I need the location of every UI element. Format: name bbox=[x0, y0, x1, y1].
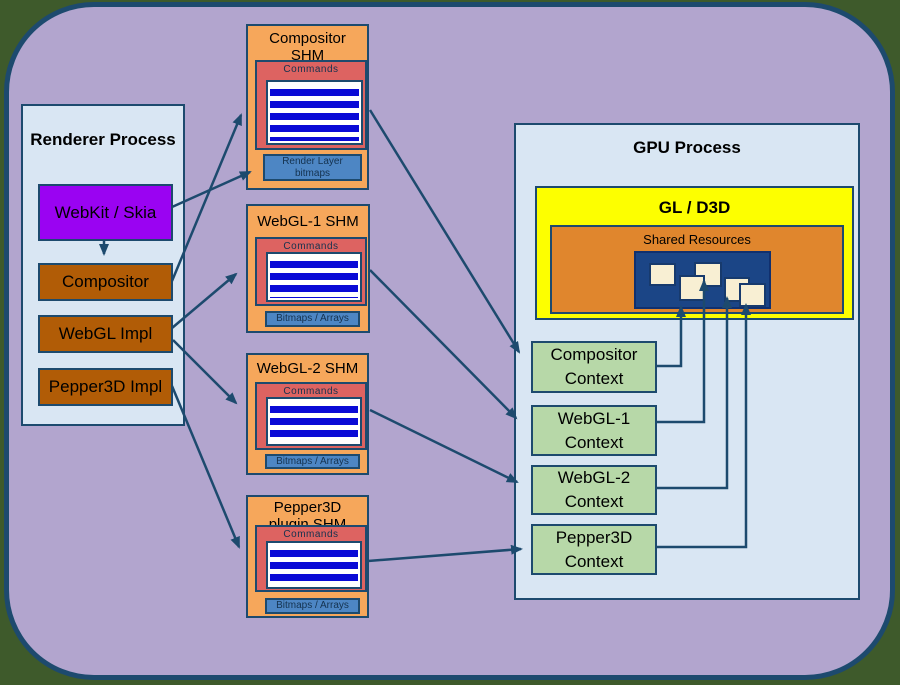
command-buffer-stripes bbox=[266, 397, 362, 446]
gl-d3d-box: GL / D3D Shared Resources bbox=[535, 186, 854, 320]
renderer-process-box: Renderer Process WebKit / Skia Composito… bbox=[21, 104, 185, 426]
shared-resources-label: Shared Resources bbox=[643, 232, 751, 247]
compositor-context-box: Compositor Context bbox=[531, 341, 657, 393]
webgl2-context-box: WebGL-2 Context bbox=[531, 465, 657, 515]
resource-pool-box bbox=[634, 251, 771, 309]
commands-label: Commands bbox=[283, 386, 339, 397]
compositor-shm-commands-box: Commands bbox=[255, 60, 367, 150]
webgl1-context-box: WebGL-1 Context bbox=[531, 405, 657, 456]
commands-label: Commands bbox=[283, 64, 339, 75]
pepper3d-shm-box: Pepper3D plugin SHM Commands Bitmaps / A… bbox=[246, 495, 369, 618]
webgl-impl-block: WebGL Impl bbox=[38, 315, 173, 353]
compositor-shm-box: Compositor SHM Commands Render Layer bit… bbox=[246, 24, 369, 190]
compositor-block: Compositor bbox=[38, 263, 173, 301]
webgl2-bitmaps-arrays-box: Bitmaps / Arrays bbox=[265, 454, 360, 469]
command-buffer-stripes bbox=[266, 80, 363, 145]
webgl2-shm-box: WebGL-2 SHM Commands Bitmaps / Arrays bbox=[246, 353, 369, 475]
renderer-process-title: Renderer Process bbox=[30, 130, 176, 149]
webgl1-shm-commands-box: Commands bbox=[255, 237, 367, 306]
shared-resource-square bbox=[679, 275, 705, 301]
pepper3d-bitmaps-arrays-box: Bitmaps / Arrays bbox=[265, 598, 360, 614]
webgl1-bitmaps-arrays-box: Bitmaps / Arrays bbox=[265, 311, 360, 327]
pepper3d-impl-label: Pepper3D Impl bbox=[48, 377, 163, 396]
gpu-process-title: GPU Process bbox=[633, 138, 741, 157]
webgl2-shm-commands-box: Commands bbox=[255, 382, 367, 450]
compositor-shm-title: Compositor SHM bbox=[269, 30, 346, 64]
webgl1-shm-title: WebGL-1 SHM bbox=[257, 213, 359, 230]
commands-label: Commands bbox=[283, 241, 339, 252]
shared-resources-box: Shared Resources bbox=[550, 225, 844, 314]
compositor-label: Compositor bbox=[62, 272, 149, 291]
render-layer-bitmaps-box: Render Layer bitmaps bbox=[263, 154, 362, 181]
command-buffer-stripes bbox=[266, 541, 362, 589]
pepper3d-impl-block: Pepper3D Impl bbox=[38, 368, 173, 406]
commands-label: Commands bbox=[283, 529, 339, 540]
gl-d3d-label: GL / D3D bbox=[658, 198, 731, 217]
shared-resource-square bbox=[649, 263, 676, 286]
pepper3d-shm-commands-box: Commands bbox=[255, 525, 367, 592]
webkit-skia-label: WebKit / Skia bbox=[54, 202, 157, 222]
gpu-process-box: GPU Process GL / D3D Shared Resources Co… bbox=[514, 123, 860, 600]
webgl1-shm-box: WebGL-1 SHM Commands Bitmaps / Arrays bbox=[246, 204, 370, 333]
webkit-skia-block: WebKit / Skia bbox=[38, 184, 173, 241]
webgl-impl-label: WebGL Impl bbox=[58, 324, 153, 343]
shared-resource-square bbox=[739, 283, 766, 307]
command-buffer-stripes bbox=[266, 252, 362, 302]
pepper3d-context-box: Pepper3D Context bbox=[531, 524, 657, 575]
webgl2-shm-title: WebGL-2 SHM bbox=[256, 360, 359, 377]
